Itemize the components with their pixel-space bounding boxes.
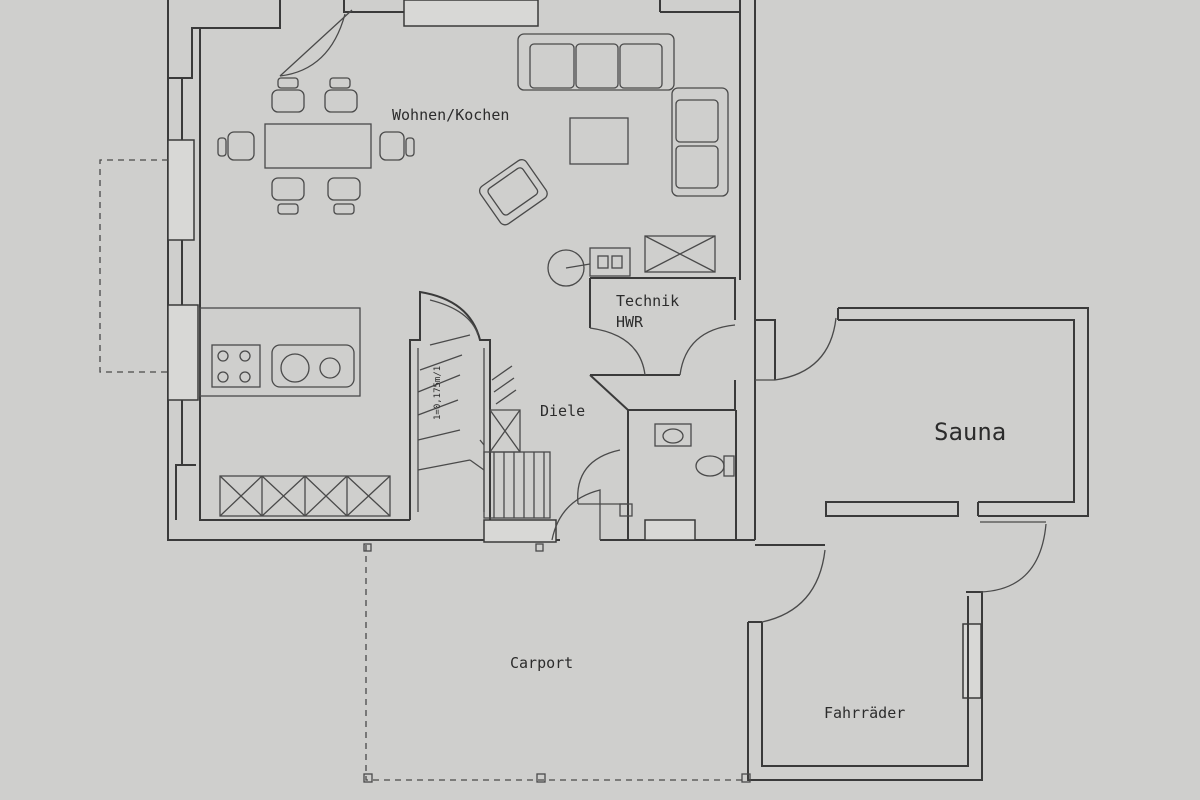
staircase: 1=0,175m/1 (409, 290, 551, 520)
windows (167, 0, 982, 699)
kitchen-counter (199, 307, 361, 397)
armchair (478, 159, 548, 226)
label-wohnen-kochen: Wohnen/Kochen (392, 106, 509, 124)
entry-door-top (279, 9, 353, 77)
cabinets (219, 475, 391, 517)
sofa (517, 33, 729, 197)
window-bike (962, 623, 982, 699)
boiler (589, 247, 631, 277)
house-outer-walls (167, 0, 756, 541)
window-top (403, 0, 539, 27)
label-carport: Carport (510, 654, 573, 672)
dining-set (217, 77, 415, 215)
diele-door (551, 489, 601, 541)
label-sauna: Sauna (934, 418, 1006, 446)
window-left-1 (167, 139, 195, 241)
stove (211, 344, 261, 388)
toilet (695, 455, 725, 477)
technik-cabinet (644, 235, 716, 273)
label-technik: Technik (616, 292, 679, 310)
wc-room (577, 410, 737, 540)
label-hwr: HWR (616, 313, 644, 331)
bike-room (747, 521, 1047, 781)
window-bottom-stair (483, 519, 557, 543)
label-fahrraeder: Fahrräder (824, 704, 905, 722)
technik-room (547, 235, 736, 411)
sink (271, 344, 355, 388)
carport (363, 543, 751, 783)
terrace-outline (99, 159, 168, 373)
stair-note: 1=0,175m/1 (433, 366, 443, 420)
tank (547, 249, 585, 287)
label-diele: Diele (540, 402, 585, 420)
window-wc (644, 519, 696, 541)
sauna-room (755, 307, 1089, 517)
window-left-2 (167, 304, 199, 401)
wc-basin (654, 423, 692, 447)
